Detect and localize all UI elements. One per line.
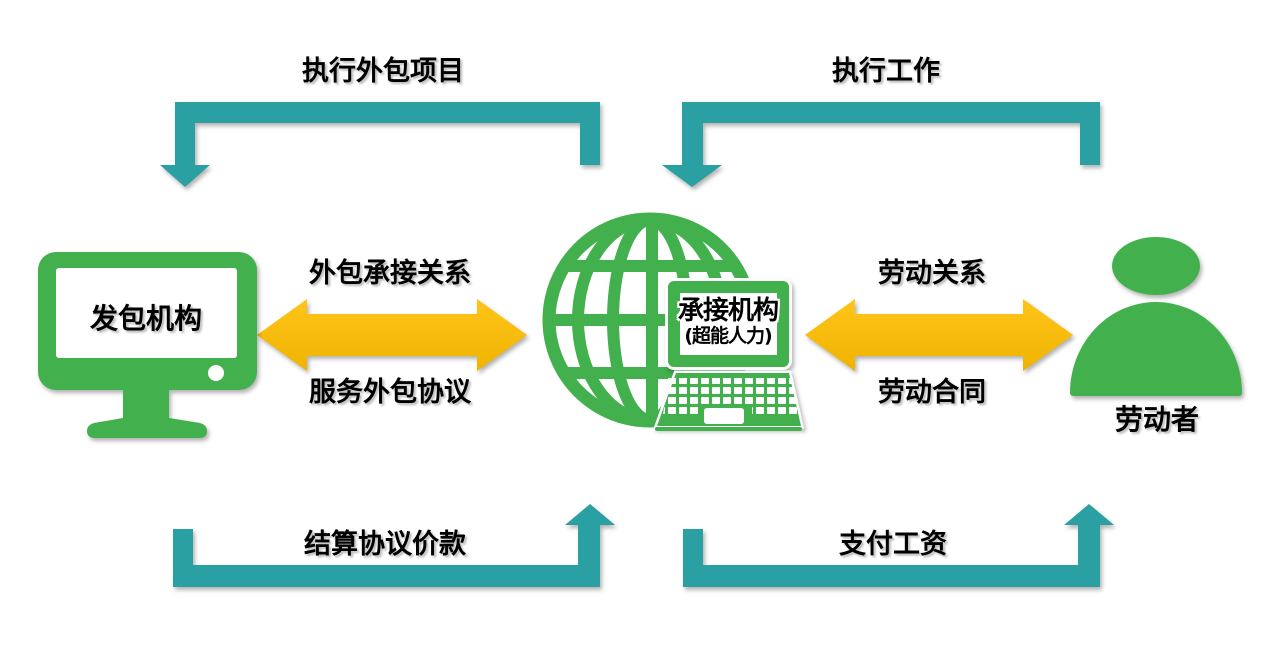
arrow-double-right <box>805 299 1073 371</box>
flow-label-service-outsourcing-agreement: 服务外包协议 <box>309 377 471 408</box>
flow-label-labor-contract: 劳动合同 <box>878 377 986 408</box>
flow-label-execute-outsourcing-project: 执行外包项目 <box>302 56 464 87</box>
node-sublabel-contractor: (超能人力) <box>684 325 772 347</box>
node-label-client: 发包机构 <box>89 302 203 335</box>
flow-label-settle-agreement-price: 结算协议价款 <box>304 529 466 560</box>
person-icon <box>1070 237 1242 396</box>
arrow-bottom-right-bracket <box>683 504 1114 587</box>
arrow-bottom-left-bracket <box>173 504 615 587</box>
node-label-worker: 劳动者 <box>1114 403 1200 436</box>
globe-icon <box>542 212 758 428</box>
node-label-contractor: 承接机构 <box>677 296 779 326</box>
flow-label-execute-work: 执行工作 <box>832 56 940 87</box>
flow-label-outsourcing-relationship: 外包承接关系 <box>309 258 471 289</box>
flow-label-pay-wages: 支付工资 <box>839 529 947 560</box>
laptop-icon <box>653 278 805 431</box>
arrow-double-left <box>257 299 527 371</box>
flow-label-labor-relationship: 劳动关系 <box>878 258 986 289</box>
arrow-top-right-bracket <box>662 102 1100 187</box>
arrow-top-left-bracket <box>160 102 600 187</box>
monitor-icon <box>38 252 257 438</box>
